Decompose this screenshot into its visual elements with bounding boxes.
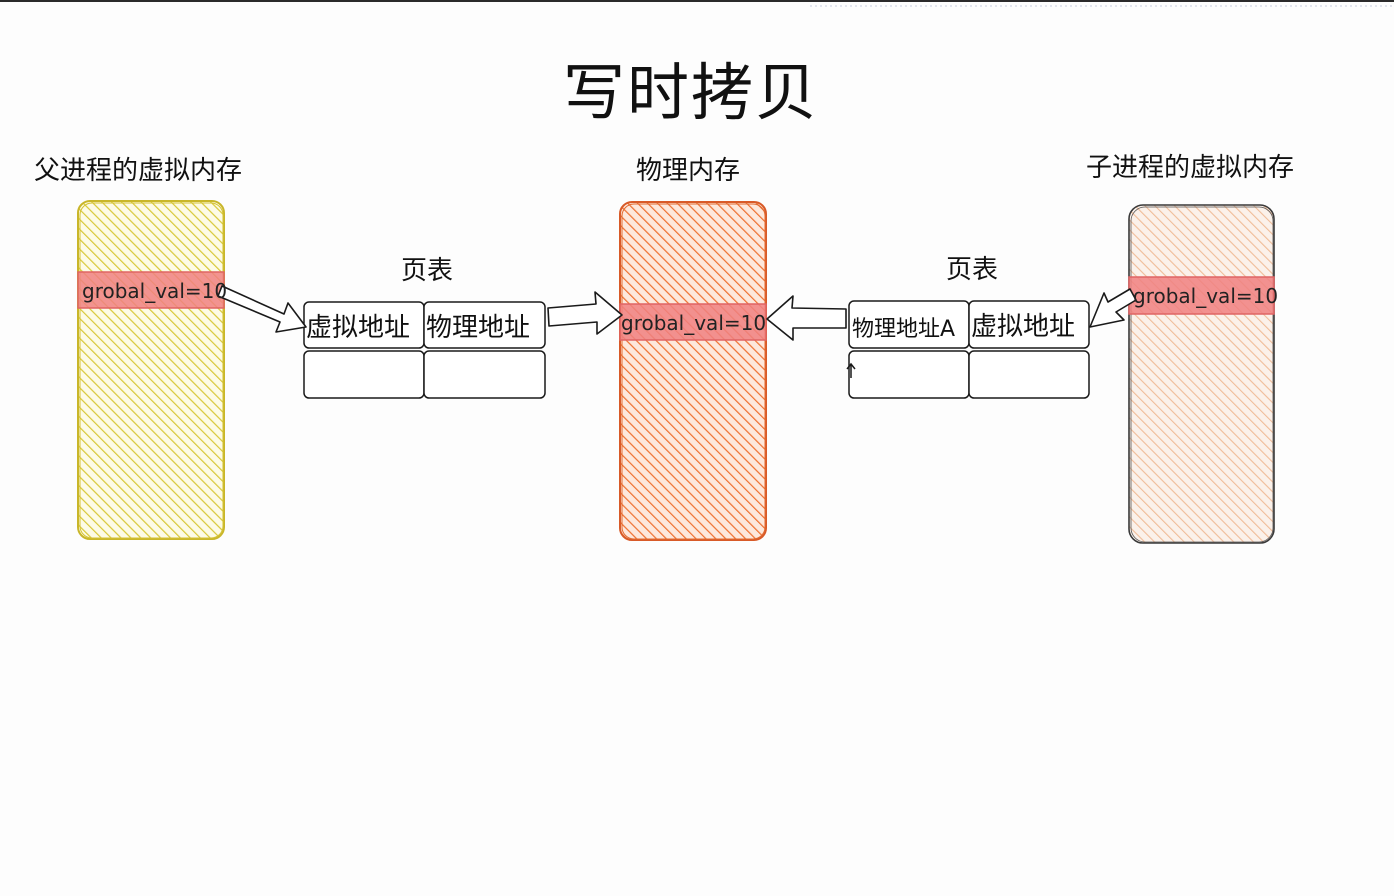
diagram-title: 写时拷贝 <box>563 56 820 129</box>
right-table-cell-row-1 <box>848 350 970 399</box>
right-table-header-physical: 物理地址A <box>852 317 956 342</box>
physical-memory-block <box>619 201 767 541</box>
right-page-table <box>848 300 1090 399</box>
parent-memory-label: 父进程的虚拟内存 <box>34 156 243 186</box>
arrow-table-to-physical <box>547 291 623 335</box>
arrow-right-table-to-physical <box>766 295 847 341</box>
left-table-cell-row-1 <box>303 350 425 399</box>
child-memory-label: 子进程的虚拟内存 <box>1086 153 1295 183</box>
right-table-header-virtual: 虚拟地址 <box>971 312 1076 342</box>
child-variable-text: grobal_val=10 <box>1133 284 1279 308</box>
child-memory-block <box>1128 204 1275 544</box>
left-table-cell-header-2 <box>423 301 546 349</box>
parent-memory-block <box>77 200 225 540</box>
cursor-mark-icon <box>846 362 856 378</box>
physical-variable-text: grobal_val=10 <box>621 311 767 335</box>
parent-variable-band <box>77 271 225 309</box>
right-table-cell-row-2 <box>968 350 1090 399</box>
arrow-parent-to-table <box>217 285 307 333</box>
left-table-header-physical: 物理地址 <box>426 313 531 343</box>
left-table-header-virtual: 虚拟地址 <box>306 313 411 343</box>
left-table-cell-row-2 <box>423 350 546 399</box>
left-page-table-label: 页表 <box>401 256 454 286</box>
child-variable-band <box>1128 276 1275 315</box>
physical-variable-band <box>619 303 767 341</box>
right-table-cell-header-2 <box>968 300 1090 349</box>
left-page-table <box>303 301 546 399</box>
arrow-child-to-table <box>1089 288 1137 328</box>
parent-variable-text: grobal_val=10 <box>82 279 228 303</box>
right-page-table-label: 页表 <box>946 255 999 285</box>
physical-memory-label: 物理内存 <box>636 156 741 186</box>
